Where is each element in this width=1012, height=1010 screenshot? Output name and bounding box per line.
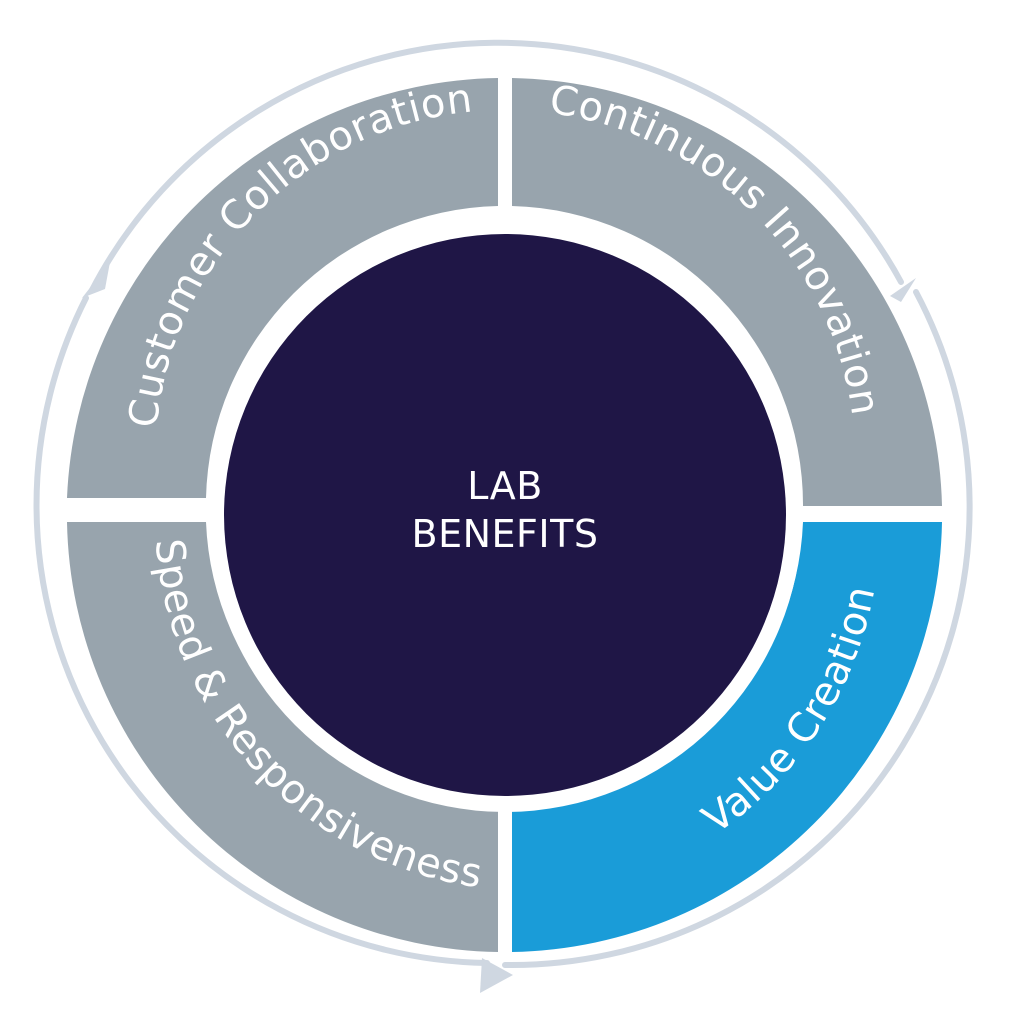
ring-arc-right <box>502 289 973 969</box>
segment-value-creation <box>512 522 942 952</box>
segments <box>67 78 942 952</box>
center-title: LAB BENEFITS <box>305 462 705 558</box>
segment-continuous-innovation <box>512 78 942 506</box>
arrow-head-left-icon <box>82 262 110 298</box>
ring-arc-left <box>33 295 490 966</box>
ring-arrows <box>82 262 916 993</box>
arrow-head-bottom-icon <box>480 958 513 993</box>
center-title-line-2: BENEFITS <box>411 512 599 556</box>
ring-arc-top <box>89 39 904 293</box>
outer-ring <box>33 39 973 969</box>
segment-speed-responsiveness <box>67 522 498 952</box>
segment-customer-collaboration <box>67 78 498 498</box>
arrow-head-right-icon <box>890 278 916 302</box>
center-circle <box>224 234 786 796</box>
center-title-line-1: LAB <box>467 464 543 508</box>
